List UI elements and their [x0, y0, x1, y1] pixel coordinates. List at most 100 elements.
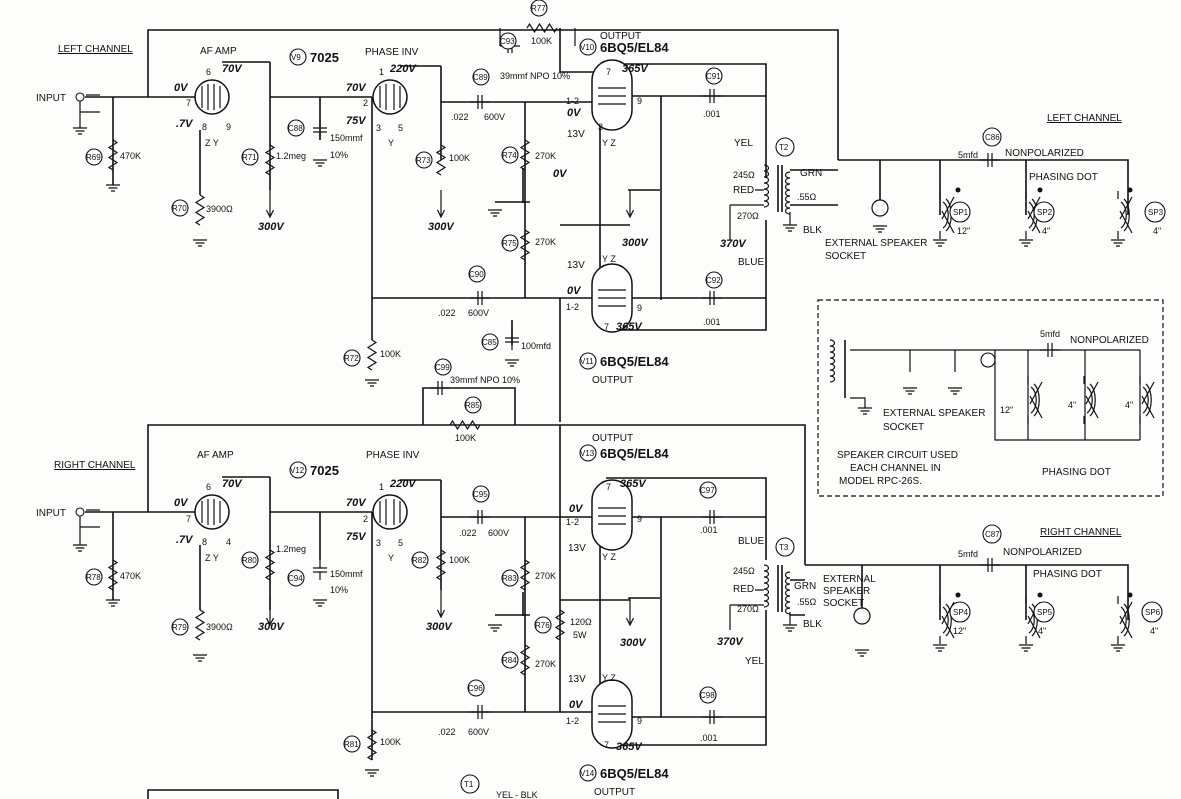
- pin-v14-7: 7: [604, 740, 609, 750]
- sp2-size: 4": [1042, 226, 1050, 236]
- volt-left-pi-cathode: 75V: [346, 115, 367, 127]
- pin-left-pi-3: 3: [376, 123, 381, 133]
- v11-output-label: OUTPUT: [592, 375, 633, 386]
- v12-type: 7025: [310, 463, 339, 478]
- t1-lead: YEL - BLK: [496, 790, 538, 799]
- inset-phasing-dot: PHASING DOT: [1042, 467, 1111, 478]
- pin-right-pi-y: Y: [388, 553, 394, 563]
- c89-voltage: 600V: [484, 112, 505, 122]
- v9-ref: V9: [291, 53, 301, 62]
- volt-left-af-grid: 0V: [174, 82, 189, 94]
- ext-socket-left-1: EXTERNAL SPEAKER: [825, 238, 927, 249]
- volt-right-af-plate: 70V: [222, 478, 243, 490]
- inset-cap-value: 5mfd: [1040, 329, 1060, 339]
- volt-left-370: 370V: [720, 238, 747, 250]
- v11-type: 6BQ5/EL84: [600, 354, 669, 369]
- c85-value: 100mfd: [521, 341, 551, 351]
- pin-left-pi-y: Y: [388, 138, 394, 148]
- ext-right-1: EXTERNAL: [823, 574, 876, 585]
- left-channel-out-header: LEFT CHANNEL: [1047, 113, 1122, 124]
- c92-value: .001: [703, 317, 721, 327]
- t2-red: RED: [733, 185, 754, 196]
- sp1-ref: SP1: [953, 208, 969, 217]
- v14-type: 6BQ5/EL84: [600, 766, 669, 781]
- output-transformers: [729, 164, 798, 632]
- inset-note-2: EACH CHANNEL IN: [850, 463, 941, 474]
- pin-right-pi-5: 5: [398, 538, 403, 548]
- pin-v11-7: 7: [604, 322, 609, 332]
- t3-blk: BLK: [803, 619, 822, 630]
- sp5-ref: SP5: [1037, 608, 1053, 617]
- r71-ref: R71: [242, 153, 257, 162]
- volt-right-b-plus-2: 300V: [426, 621, 453, 633]
- c85-ref: C85: [482, 338, 497, 347]
- pin-right-af-7: 7: [186, 514, 191, 524]
- r84-value: 270K: [535, 659, 556, 669]
- volt-v13-cathode: 13V: [568, 543, 586, 554]
- pin-left-af-zy: Z Y: [205, 138, 219, 148]
- volt-left-b-plus-1: 300V: [258, 221, 285, 233]
- pin-v14-yz: Y Z: [602, 673, 616, 683]
- text-labels: LEFT CHANNEL RIGHT CHANNEL LEFT CHANNEL …: [36, 0, 1166, 799]
- c87-ref: C87: [985, 530, 1000, 539]
- c99-value: 39mmf NPO 10%: [450, 375, 520, 385]
- inset-nonpolarized: NONPOLARIZED: [1070, 335, 1149, 346]
- component-symbols: [72, 23, 723, 777]
- r75-value: 270K: [535, 237, 556, 247]
- pin-v14-9: 9: [637, 716, 642, 726]
- ext-socket-left-2: SOCKET: [825, 251, 866, 262]
- r83-ref: R83: [502, 574, 517, 583]
- v12-ref: V12: [290, 466, 305, 475]
- r81-ref: R81: [344, 740, 359, 749]
- pin-left-pi-2: 2: [363, 98, 368, 108]
- c91-value: .001: [703, 109, 721, 119]
- t3-red: RED: [733, 584, 754, 595]
- inset-size-4b: 4": [1125, 400, 1133, 410]
- v11-ref: V11: [580, 357, 594, 366]
- t3-grn: GRN: [794, 581, 816, 592]
- c92-ref: C92: [706, 276, 721, 285]
- pin-right-pi-2: 2: [363, 514, 368, 524]
- t2-270: 270Ω: [737, 211, 759, 221]
- sp2-ref: SP2: [1037, 208, 1053, 217]
- t2-blue: BLUE: [738, 257, 764, 268]
- left-af-amp-label: AF AMP: [200, 46, 237, 57]
- v9-type: 7025: [310, 50, 339, 65]
- phasing-dot-left: PHASING DOT: [1029, 172, 1098, 183]
- r78-value: 470K: [120, 571, 141, 581]
- volt-left-pi-plate: 220V: [389, 63, 417, 75]
- pin-right-af-6: 6: [206, 482, 211, 492]
- volt-right-af-grid: 0V: [174, 497, 189, 509]
- pin-right-pi-3: 3: [376, 538, 381, 548]
- c89-value: .022: [451, 112, 469, 122]
- volt-left-0v-mid: 0V: [553, 168, 568, 180]
- volt-v11-grid: 0V: [567, 285, 582, 297]
- r69-ref: R69: [86, 153, 101, 162]
- pin-left-af-9: 9: [226, 122, 231, 132]
- inset-note-3: MODEL RPC-26S.: [839, 476, 922, 487]
- r79-value: 3900Ω: [206, 622, 233, 632]
- c89-ref: C89: [473, 73, 488, 82]
- speaker-sp3: [1117, 190, 1133, 240]
- t2-55: .55Ω: [797, 192, 817, 202]
- speaker-inset-box: [817, 299, 1164, 497]
- volt-v13-plate: 365V: [620, 478, 647, 490]
- pin-left-pi-5: 5: [398, 123, 403, 133]
- c93-ref: C93: [500, 37, 515, 46]
- volt-left-b-plus-2: 300V: [428, 221, 455, 233]
- r83-value: 270K: [535, 571, 556, 581]
- right-channel-header: RIGHT CHANNEL: [54, 460, 136, 471]
- c88-tolerance: 10%: [330, 150, 348, 160]
- bottom-partial-box: [147, 789, 339, 799]
- c97-ref: C97: [700, 486, 715, 495]
- v14-ref: V14: [580, 769, 595, 778]
- r79-ref: R79: [172, 623, 187, 632]
- volt-right-b-plus-1: 300V: [258, 621, 285, 633]
- volt-v13-grid: 0V: [569, 503, 584, 515]
- pin-v14-12: 1-2: [566, 716, 579, 726]
- t2-245: 245Ω: [733, 170, 755, 180]
- t3-blue: BLUE: [738, 536, 764, 547]
- right-channel-out-header: RIGHT CHANNEL: [1040, 527, 1122, 538]
- c91-ref: C91: [706, 72, 721, 81]
- pin-v10-12: 1-2: [566, 96, 579, 106]
